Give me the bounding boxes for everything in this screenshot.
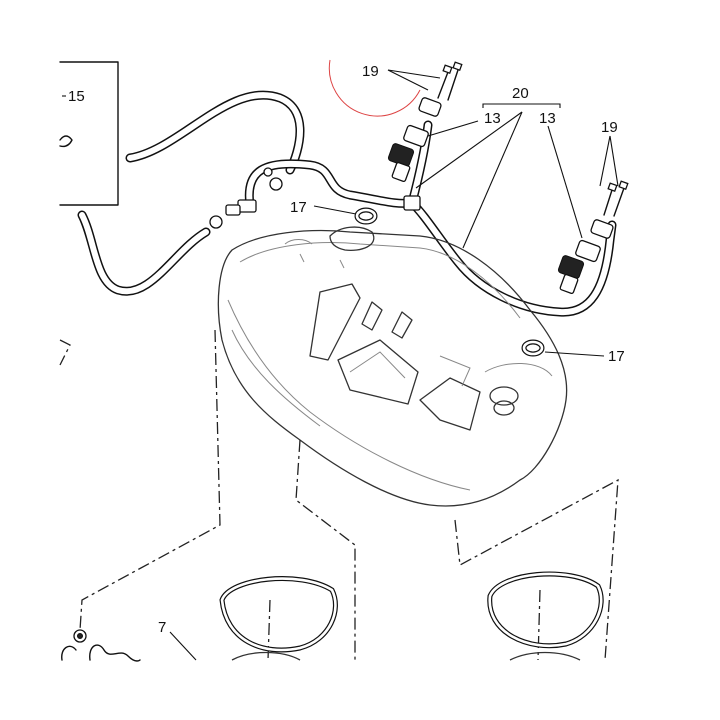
label-15: 15 <box>68 88 85 105</box>
label-17-right: 17 <box>608 348 625 365</box>
drain-fitting <box>61 629 141 662</box>
inset-frame-15 <box>59 61 119 206</box>
injector-left <box>387 97 442 182</box>
callout-labels: 15 19 20 13 13 19 17 17 7 <box>68 63 625 636</box>
lower-gaskets <box>219 571 604 661</box>
fuel-tank <box>217 226 568 507</box>
screws-19 <box>437 61 629 217</box>
tank-bracket <box>419 377 481 431</box>
pump-flange <box>489 386 519 406</box>
t-junction <box>403 195 421 211</box>
tank-recess <box>337 339 419 405</box>
hose-fittings-left <box>209 167 283 229</box>
highlight-circle <box>328 59 421 117</box>
vent-hose <box>77 90 305 296</box>
label-19-top: 19 <box>362 63 379 80</box>
label-13-right: 13 <box>539 110 556 127</box>
tank-rib-left <box>309 283 361 361</box>
leader-lines <box>169 69 619 661</box>
filler-neck <box>329 226 375 252</box>
o-rings-17 <box>354 207 545 357</box>
label-17-top: 17 <box>290 199 307 216</box>
assembly-lines <box>59 329 619 661</box>
label-13-left: 13 <box>484 110 501 127</box>
fuel-hose-assembly <box>244 120 617 317</box>
fitting-15-part <box>59 135 73 148</box>
label-20: 20 <box>512 85 529 102</box>
injector-right <box>557 219 614 294</box>
label-19-right: 19 <box>601 119 618 136</box>
label-7: 7 <box>158 619 166 636</box>
